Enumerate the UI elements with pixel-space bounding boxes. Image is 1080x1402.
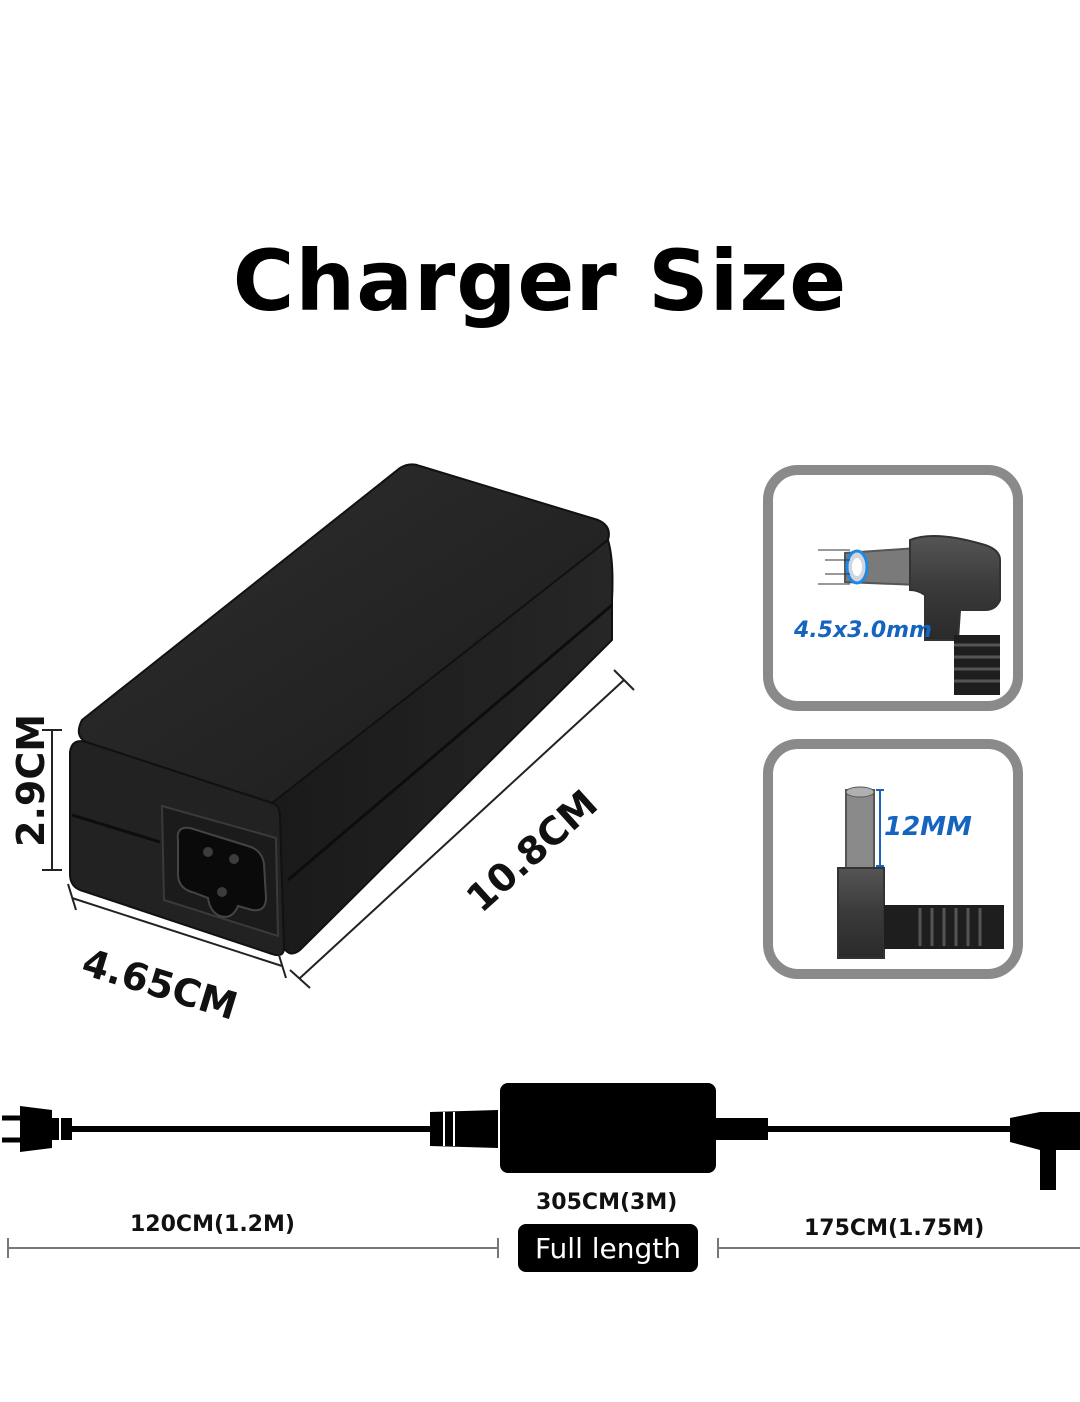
tip-length-panel [763, 739, 1023, 979]
total-length-label: 305CM(3M) [536, 1190, 678, 1215]
height-label: 2.9CM [9, 713, 53, 847]
ac-cable-length-label: 120CM(1.2M) [130, 1212, 295, 1237]
page-title: Charger Size [232, 232, 848, 330]
tip-diameter-label: 4.5x3.0mm [794, 618, 932, 643]
dc-cable-length-label: 175CM(1.75M) [804, 1216, 985, 1241]
tip-length-label: 12MM [884, 812, 972, 842]
power-brick [500, 1083, 716, 1173]
full-length-badge: Full length [518, 1224, 698, 1272]
ac-socket-icon [176, 826, 268, 918]
ac-plug-icon [2, 1106, 72, 1152]
dimension-lines [42, 669, 635, 989]
tip-diameter-panel [763, 465, 1023, 711]
cable-diagram [2, 1083, 1080, 1258]
dc-plug-icon [1010, 1112, 1080, 1190]
charger-body [69, 463, 614, 957]
